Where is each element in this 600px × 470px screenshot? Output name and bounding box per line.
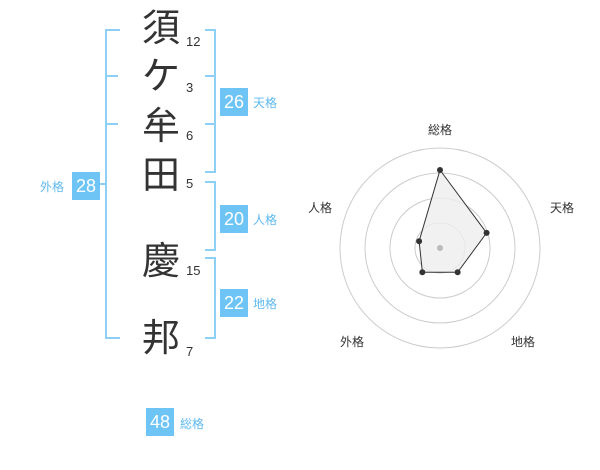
- radar-ring-4: [339, 147, 541, 349]
- jinkaku-bracket: [205, 181, 216, 251]
- fortune-radar-chart: [339, 147, 541, 349]
- name-char-4: 田: [141, 153, 180, 197]
- name-char-3: 牟: [141, 104, 180, 148]
- radar-point-1: [437, 167, 443, 173]
- radar-data-polygon: [418, 168, 488, 273]
- radar-label-tenkaku: 天格: [550, 201, 575, 215]
- chikaku-bracket: [205, 257, 216, 339]
- radar-point-5: [416, 238, 423, 245]
- soukaku-label: 総格: [180, 417, 205, 431]
- radar-label-jinkaku: 人格: [308, 201, 333, 215]
- stroke-count-6: 7: [186, 344, 194, 359]
- stroke-count-1: 12: [186, 34, 201, 49]
- radar-point-4: [419, 269, 426, 276]
- name-char-2: ケ: [141, 54, 180, 98]
- jinkaku-value-badge: 20: [220, 205, 248, 233]
- name-char-5: 慶: [141, 239, 180, 283]
- radar-label-gaikaku: 外格: [340, 335, 365, 349]
- name-char-6: 邦: [141, 316, 180, 360]
- chikaku-value-badge: 22: [220, 289, 248, 317]
- stroke-count-2: 3: [186, 80, 194, 95]
- gaikaku-value-badge: 28: [72, 172, 100, 200]
- tenkaku-label: 天格: [253, 96, 278, 110]
- soukaku-value-badge: 48: [146, 408, 174, 436]
- radar-point-2: [483, 229, 490, 236]
- jinkaku-label: 人格: [253, 213, 278, 227]
- stroke-count-5: 15: [186, 263, 201, 278]
- radar-point-3: [454, 269, 461, 276]
- tenkaku-bracket: [205, 29, 216, 173]
- stroke-count-4: 5: [186, 176, 194, 191]
- radar-label-chikaku: 地格: [511, 335, 536, 349]
- radar-label-soukaku: 総格: [428, 123, 453, 137]
- gaikaku-label: 外格: [40, 180, 65, 194]
- stroke-count-3: 6: [186, 128, 194, 143]
- chikaku-label: 地格: [253, 297, 278, 311]
- tenkaku-value-badge: 26: [220, 88, 248, 116]
- name-char-1: 須: [141, 6, 180, 50]
- radar-center-dot: [437, 245, 443, 251]
